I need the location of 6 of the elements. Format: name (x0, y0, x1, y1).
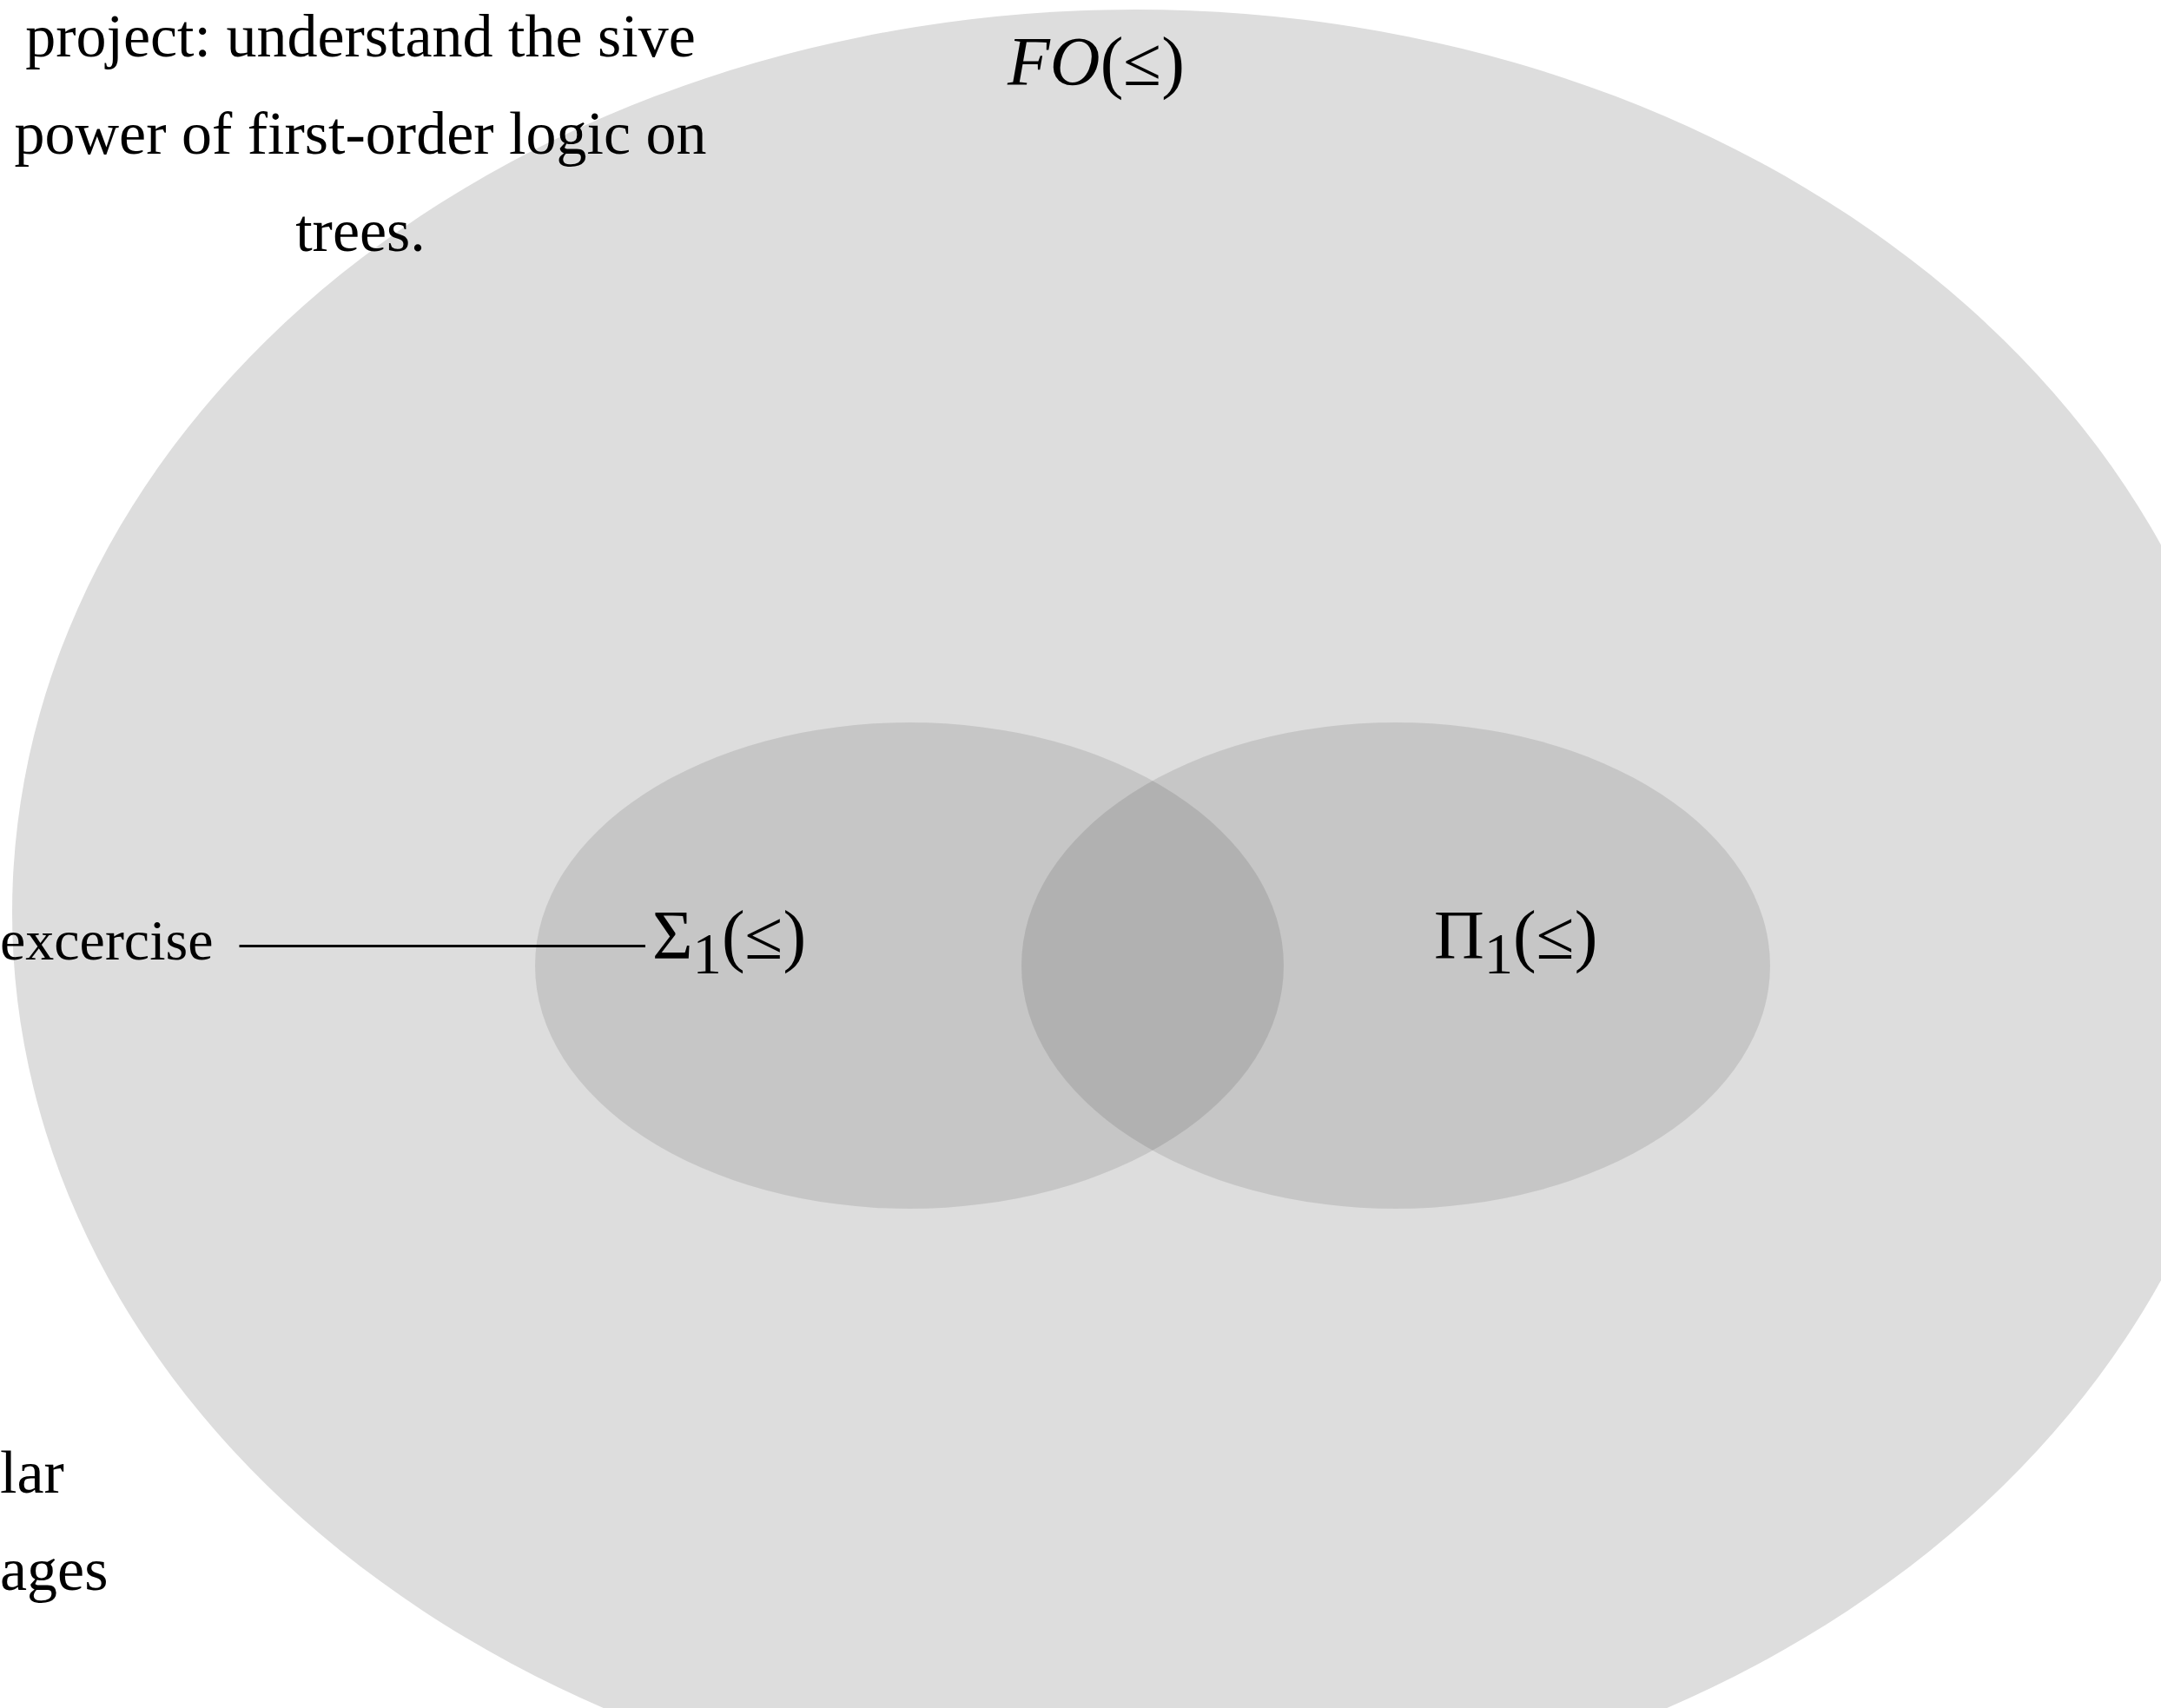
leader-line (239, 945, 645, 948)
set-label: Σ$_{1}$(≤) (652, 900, 807, 984)
note-text: lar ages (0, 1438, 109, 1605)
set-label: Π$_{1}$(≤) (1434, 900, 1598, 984)
callout-text: excercise (0, 912, 214, 969)
note-text: project: understand the sive power of first-order logic on trees. (13, 2, 708, 266)
